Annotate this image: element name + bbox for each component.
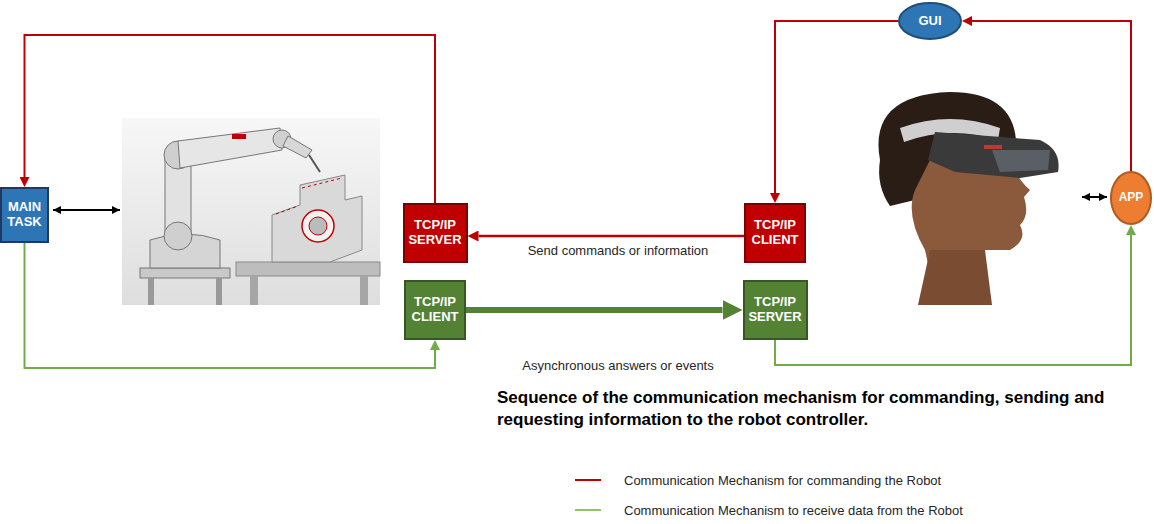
server-box: TCP/IP SERVER	[403, 203, 468, 263]
node-label: APP	[1116, 191, 1145, 205]
legend-line-sample	[574, 502, 602, 518]
client-box: TCP/IP CLIENT	[744, 203, 806, 263]
double-arrow	[1082, 196, 1107, 198]
connector-label: Asynchronous answers or events	[520, 358, 715, 373]
data-connector	[466, 307, 723, 313]
double-arrow	[53, 209, 120, 211]
node-label: TCP/IP SERVER	[748, 295, 803, 325]
caption: Sequence of the communication mechanism …	[497, 387, 1142, 431]
node-label: MAIN TASK	[5, 200, 44, 230]
data-connector	[775, 235, 1131, 365]
legend-line-sample	[574, 472, 602, 488]
command-connector	[972, 21, 1131, 171]
connector-label: Send commands or information	[526, 243, 711, 258]
node-label: TCP/IP CLIENT	[749, 218, 801, 248]
robot-illustration	[122, 118, 380, 305]
client-box: TCP/IP CLIENT	[404, 280, 466, 340]
task-box: MAIN TASK	[0, 187, 49, 243]
legend-text: Communication Mechanism to receive data …	[624, 503, 963, 518]
command-connector	[479, 235, 745, 238]
server-box: TCP/IP SERVER	[743, 280, 808, 340]
command-connector	[775, 21, 898, 193]
gui-ellipse: GUI	[898, 2, 962, 40]
app-circle: APP	[1110, 171, 1152, 225]
command-connector	[25, 35, 436, 203]
hololens-user-illustration	[878, 92, 1058, 305]
legend-text: Communication Mechanism for commanding t…	[624, 473, 941, 488]
node-label: GUI	[908, 14, 953, 29]
legend-item: Communication Mechanism for commanding t…	[574, 472, 941, 488]
node-label: TCP/IP CLIENT	[409, 295, 461, 325]
data-connector	[25, 243, 436, 368]
legend-item: Communication Mechanism to receive data …	[574, 502, 963, 518]
node-label: TCP/IP SERVER	[408, 218, 463, 248]
